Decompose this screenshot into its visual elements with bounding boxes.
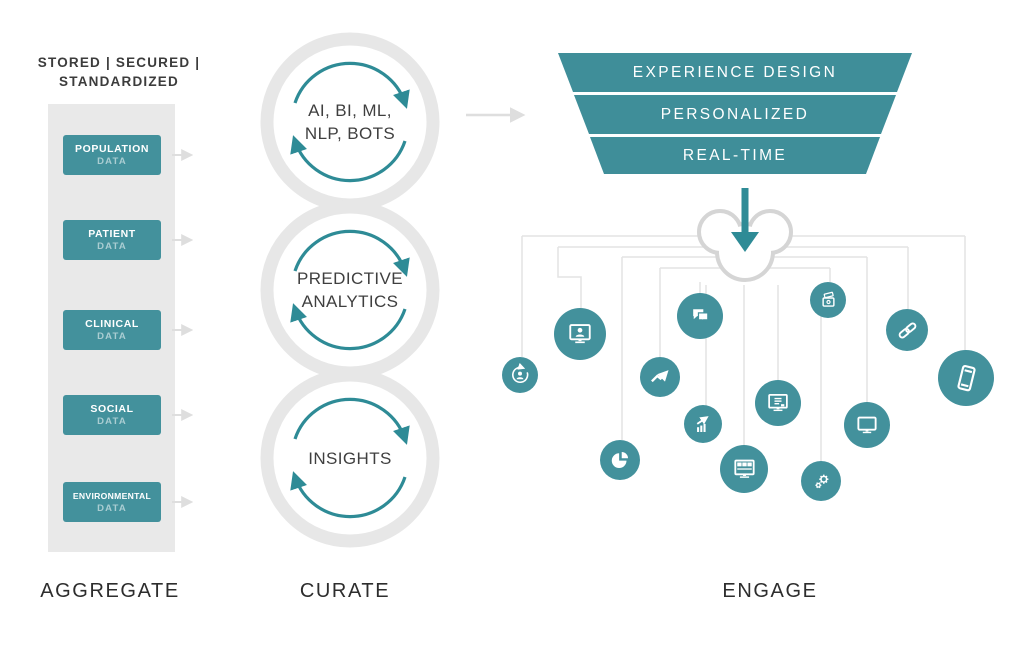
- tv-monitor-icon: [844, 402, 890, 448]
- aggregate-heading-line1: STORED | SECURED |: [37, 55, 201, 70]
- gears-icon: [801, 461, 841, 501]
- databox-subtitle: DATA: [97, 330, 127, 342]
- databox-environmental: ENVIRONMENTAL DATA: [63, 482, 161, 522]
- circle-text-line: AI, BI, ML,: [308, 101, 392, 120]
- smartphone-icon: [938, 350, 994, 406]
- funnel-band-real-time: REAL-TIME: [590, 137, 880, 174]
- curate-label: CURATE: [299, 580, 391, 602]
- user-refresh-icon: [502, 357, 538, 393]
- funnel: EXPERIENCE DESIGN PERSONALIZED REAL-TIME: [558, 53, 912, 174]
- databox-title: ENVIRONMENTAL: [72, 490, 152, 501]
- funnel-band-label: EXPERIENCE DESIGN: [632, 63, 838, 81]
- aggregate-label: AGGREGATE: [40, 580, 180, 602]
- databox-population: POPULATION DATA: [63, 135, 161, 175]
- right-arrow-icon: [172, 496, 194, 508]
- right-arrow-icon: [466, 107, 526, 123]
- right-arrow-icon: [172, 324, 194, 336]
- pie-chart-icon: [600, 440, 640, 480]
- funnel-band-label: REAL-TIME: [682, 146, 788, 164]
- aggregate-heading-line2: STANDARDIZED: [59, 74, 179, 89]
- cycle-circle-icon: [260, 32, 440, 212]
- document-screen-icon: [755, 380, 801, 426]
- databox-title: SOCIAL: [90, 402, 134, 415]
- databox-subtitle: DATA: [97, 240, 127, 252]
- right-arrow-icon: [172, 149, 194, 161]
- funnel-band-label: PERSONALIZED: [660, 105, 810, 123]
- funnel-band-experience-design: EXPERIENCE DESIGN: [558, 53, 912, 92]
- bar-chart-growth-icon: [684, 405, 722, 443]
- funnel-band-personalized: PERSONALIZED: [574, 95, 896, 134]
- trend-arrow-icon: [640, 357, 680, 397]
- databox-subtitle: DATA: [97, 415, 127, 427]
- circle-text-line: ANALYTICS: [301, 292, 399, 311]
- databox-clinical: CLINICAL DATA: [63, 310, 161, 350]
- databox-subtitle: DATA: [97, 155, 127, 167]
- databox-patient: PATIENT DATA: [63, 220, 161, 260]
- wallet-icon: [810, 282, 846, 318]
- cycle-circle-icon: [260, 200, 440, 380]
- curate-circle-3-text: INSIGHTS: [265, 447, 435, 470]
- chain-link-icon: [886, 309, 928, 351]
- engage-label: ENGAGE: [722, 580, 818, 602]
- databox-title: POPULATION: [74, 142, 150, 155]
- right-arrow-icon: [172, 234, 194, 246]
- right-arrow-icon: [172, 409, 194, 421]
- circle-text-line: INSIGHTS: [308, 449, 392, 468]
- dashboard-monitor-icon: [720, 445, 768, 493]
- databox-subtitle: DATA: [97, 502, 127, 514]
- circle-text-line: PREDICTIVE: [296, 269, 404, 288]
- databox-title: PATIENT: [88, 227, 136, 240]
- curate-circle-2-text: PREDICTIVE ANALYTICS: [265, 267, 435, 313]
- circle-text-line: NLP, BOTS: [304, 124, 396, 143]
- cloud-icon: [697, 188, 793, 282]
- curate-circle-1-text: AI, BI, ML, NLP, BOTS: [265, 99, 435, 145]
- user-monitor-icon: [554, 308, 606, 360]
- cycle-circle-icon: [260, 368, 440, 548]
- databox-title: CLINICAL: [85, 317, 139, 330]
- chat-bubbles-icon: [677, 293, 723, 339]
- databox-social: SOCIAL DATA: [63, 395, 161, 435]
- aggregate-heading: STORED | SECURED | STANDARDIZED: [24, 53, 214, 91]
